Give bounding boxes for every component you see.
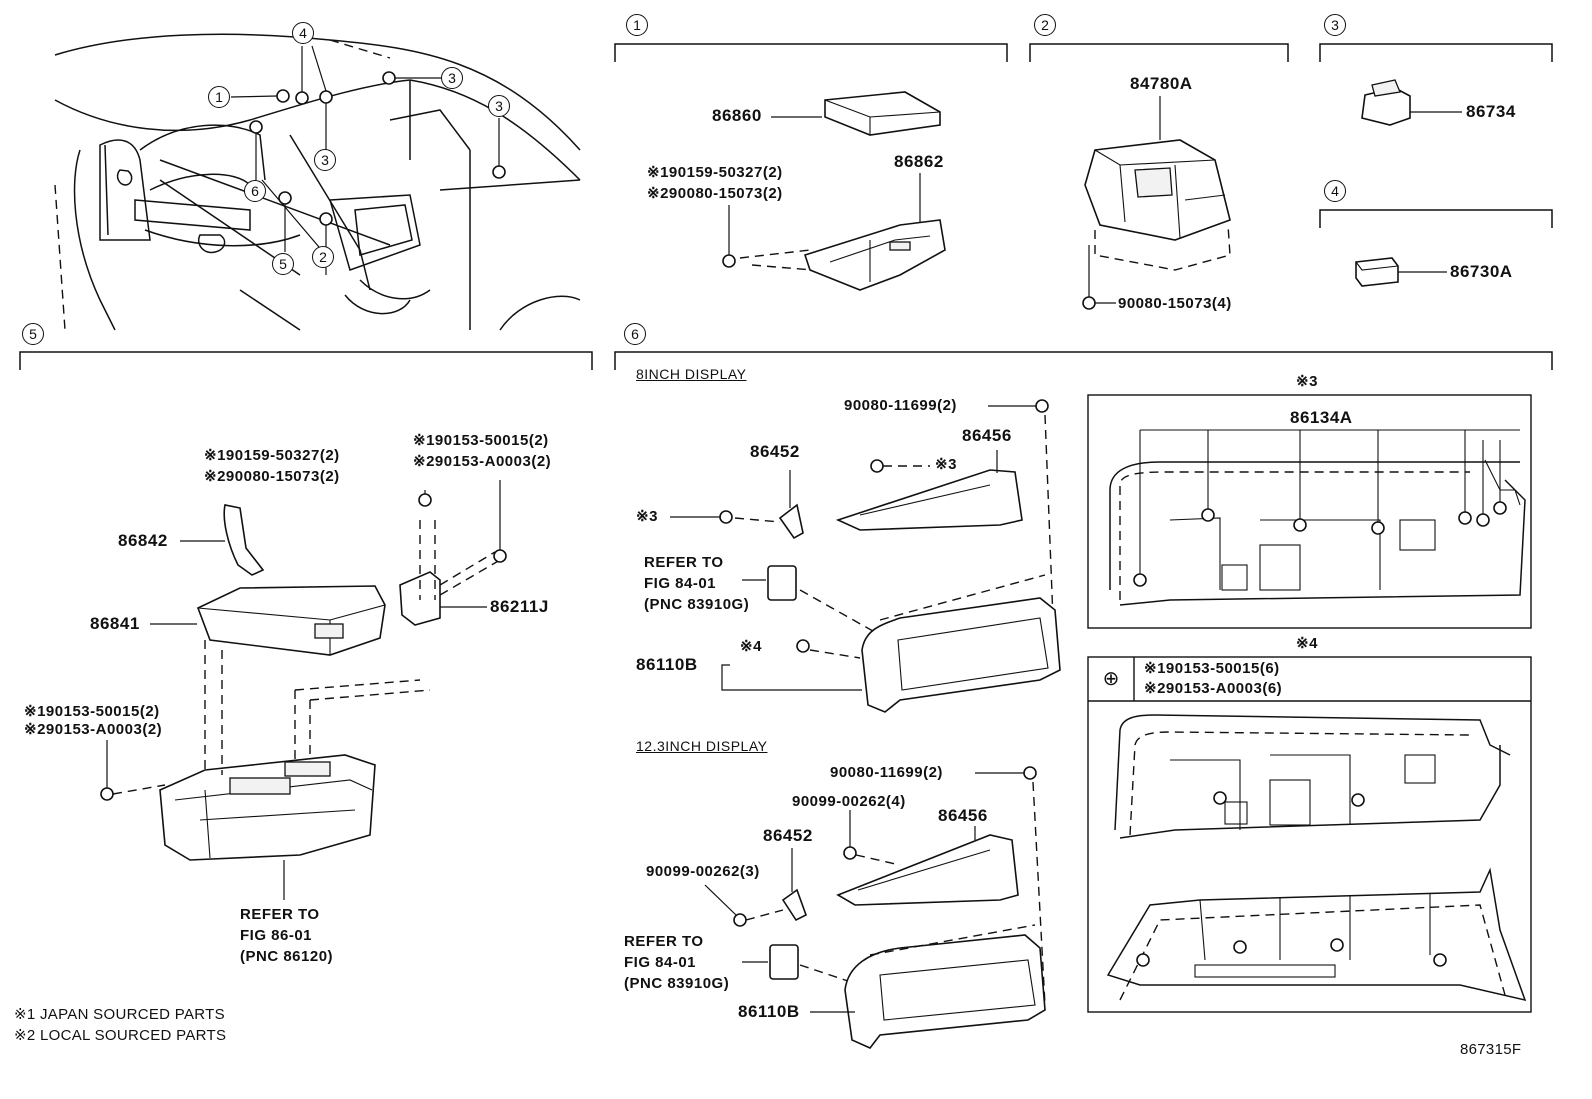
section-6-number: 6	[624, 323, 646, 345]
inset-3-title: ※3	[1296, 373, 1318, 390]
section-1-number: 1	[626, 14, 648, 36]
part-86730A: 86730A	[1450, 262, 1513, 281]
s6a-bolt: 90080-11699(2)	[844, 397, 957, 414]
overview-callout-4: 4	[292, 22, 314, 44]
inset-4-note-local: ※290153-A0003(6)	[1144, 680, 1283, 697]
s6b-part-86110B: 86110B	[738, 1002, 800, 1021]
s5-note-a-local: ※290080-15073(2)	[204, 468, 340, 485]
overview-callout-6: 6	[244, 180, 266, 202]
s6b-refer-2: FIG 84-01	[624, 954, 697, 971]
section-5-number: 5	[22, 323, 44, 345]
section-4-number: 4	[1324, 180, 1346, 202]
torque-symbol-icon: ⊕	[1102, 668, 1120, 690]
s6b-part-86452: 86452	[763, 826, 813, 845]
s5-note-a-japan: ※190159-50327(2)	[204, 447, 340, 464]
s6b-part-86456: 86456	[938, 806, 988, 825]
part-86734: 86734	[1466, 102, 1516, 121]
s5-note-c-local: ※290153-A0003(2)	[24, 721, 163, 738]
section-brackets	[19, 43, 1553, 370]
part-86134A: 86134A	[1290, 408, 1353, 427]
display-8inch-title: 8INCH DISPLAY	[636, 366, 747, 382]
footnote-japan: ※1 JAPAN SOURCED PARTS	[14, 1006, 225, 1023]
s2-bolt-note: 90080-15073(4)	[1118, 295, 1232, 312]
overview-callout-1: 1	[208, 86, 230, 108]
s5-refer-1: REFER TO	[240, 906, 320, 923]
section-6-8inch-drawing	[670, 399, 1061, 713]
overview-callout-2: 2	[312, 246, 334, 268]
s6b-screw-a: 90099-00262(4)	[792, 793, 906, 810]
section-5-drawing	[100, 480, 507, 900]
part-86862: 86862	[894, 152, 944, 171]
overview-callout-3c: 3	[314, 149, 336, 171]
part-86841: 86841	[90, 614, 140, 633]
s6a-part-86110B: 86110B	[636, 655, 698, 674]
s6b-refer-3: (PNC 83910G)	[624, 975, 730, 992]
s6a-mark3-right: ※3	[935, 456, 957, 473]
s6a-mark4: ※4	[740, 638, 762, 655]
s6b-screw-b: 90099-00262(3)	[646, 863, 760, 880]
s1-note-japan: ※190159-50327(2)	[647, 164, 783, 181]
diagram-id: 867315F	[1460, 1041, 1522, 1058]
part-84780A: 84780A	[1130, 74, 1193, 93]
section-2-number: 2	[1034, 14, 1056, 36]
section-1-drawing	[722, 91, 946, 291]
s6a-part-86456: 86456	[962, 426, 1012, 445]
s6a-refer-2: FIG 84-01	[644, 575, 717, 592]
overview-callout-5: 5	[272, 253, 294, 275]
s5-note-c-japan: ※190153-50015(2)	[24, 703, 160, 720]
overview-markers	[230, 45, 506, 275]
inset-4-title: ※4	[1296, 635, 1318, 652]
s6a-refer-3: (PNC 83910G)	[644, 596, 750, 613]
inset-4-note-japan: ※190153-50015(6)	[1144, 660, 1280, 677]
part-86211J: 86211J	[490, 597, 549, 616]
s6b-bolt: 90080-11699(2)	[830, 764, 943, 781]
section-3-number: 3	[1324, 14, 1346, 36]
section-2-drawing	[1082, 96, 1231, 310]
part-86842: 86842	[118, 531, 168, 550]
part-86860: 86860	[712, 106, 762, 125]
inset-3-frame	[1087, 394, 1532, 629]
s5-refer-2: FIG 86-01	[240, 927, 313, 944]
s5-refer-3: (PNC 86120)	[240, 948, 334, 965]
dashboard-overview-drawing	[54, 33, 581, 331]
s6b-refer-1: REFER TO	[624, 933, 704, 950]
section-6-12inch-drawing	[704, 766, 1046, 1049]
s6a-mark3-left: ※3	[636, 508, 658, 525]
section-3-4-drawing	[1355, 79, 1462, 287]
overview-callout-3b: 3	[488, 95, 510, 117]
s6a-part-86452: 86452	[750, 442, 800, 461]
footnote-local: ※2 LOCAL SOURCED PARTS	[14, 1027, 227, 1044]
s6a-refer-1: REFER TO	[644, 554, 724, 571]
s5-note-b-local: ※290153-A0003(2)	[413, 453, 552, 470]
s1-note-local: ※290080-15073(2)	[647, 185, 783, 202]
overview-callout-3a: 3	[441, 67, 463, 89]
inset-4-frame	[1087, 656, 1532, 1013]
s5-note-b-japan: ※190153-50015(2)	[413, 432, 549, 449]
display-12inch-title: 12.3INCH DISPLAY	[636, 738, 768, 754]
